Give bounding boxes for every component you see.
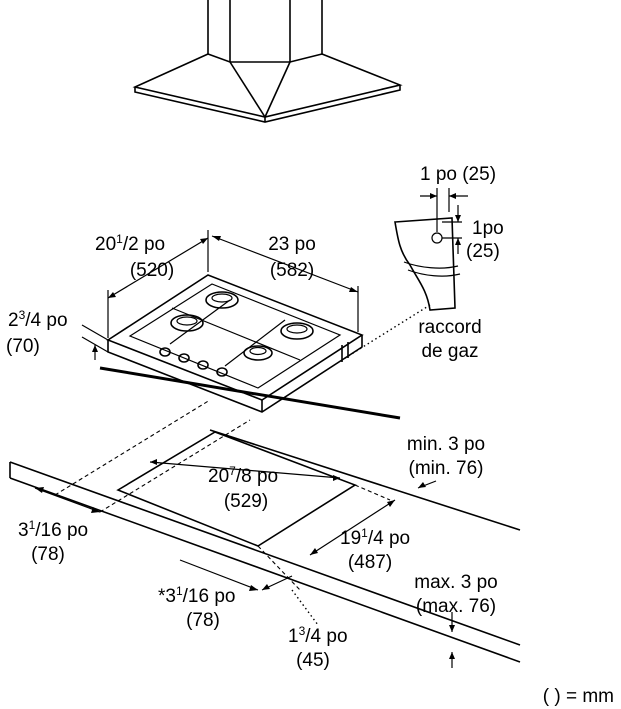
- cutout-width-mm-label: (529): [224, 491, 268, 512]
- max-thickness-mm-label: (max. 76): [416, 596, 496, 617]
- wall-clearance-inch-label: min. 3 po: [407, 434, 485, 455]
- cooktop-width-inch-label: 23 po: [268, 234, 316, 255]
- range-hood: [132, 0, 403, 123]
- pipe-vertical-inch-label: 1po: [472, 218, 504, 239]
- front-clearance-inch-label: *31/16 po: [158, 584, 235, 607]
- cutout-depth-mm-label: (487): [348, 552, 392, 573]
- edge-clearance-mm-label: (45): [296, 650, 330, 671]
- countertop: [9, 366, 521, 663]
- unit-legend: ( ) = mm: [543, 686, 614, 707]
- edge-clearance-inch-label: 13/4 po: [288, 624, 348, 647]
- cutout-width-inch-label: 207/8 po: [208, 464, 278, 487]
- cooktop-depth-mm-label: (520): [130, 260, 174, 281]
- left-clearance-inch-label: 31/16 po: [18, 518, 88, 541]
- cutout-depth-inch-label: 191/4 po: [340, 526, 410, 549]
- gas-label-line2: de gaz: [421, 341, 478, 362]
- front-clearance-mm-label: (78): [186, 610, 220, 631]
- cooktop-width-mm-label: (582): [270, 260, 314, 281]
- countertop-dimensions: [34, 459, 455, 668]
- wall-clearance-mm-label: (min. 76): [409, 458, 484, 479]
- cooktop: [106, 274, 364, 413]
- cooktop-height-inch-label: 23/4 po: [8, 308, 68, 331]
- max-thickness-inch-label: max. 3 po: [414, 572, 497, 593]
- cooktop-dimensions: [81, 230, 359, 360]
- cooktop-depth-inch-label: 201/2 po: [95, 232, 165, 255]
- left-clearance-mm-label: (78): [31, 544, 65, 565]
- pipe-horizontal-label: 1 po (25): [420, 164, 496, 185]
- cooktop-height-mm-label: (70): [6, 336, 40, 357]
- gas-label-line1: raccord: [418, 317, 481, 338]
- pipe-vertical-mm-label: (25): [466, 241, 500, 262]
